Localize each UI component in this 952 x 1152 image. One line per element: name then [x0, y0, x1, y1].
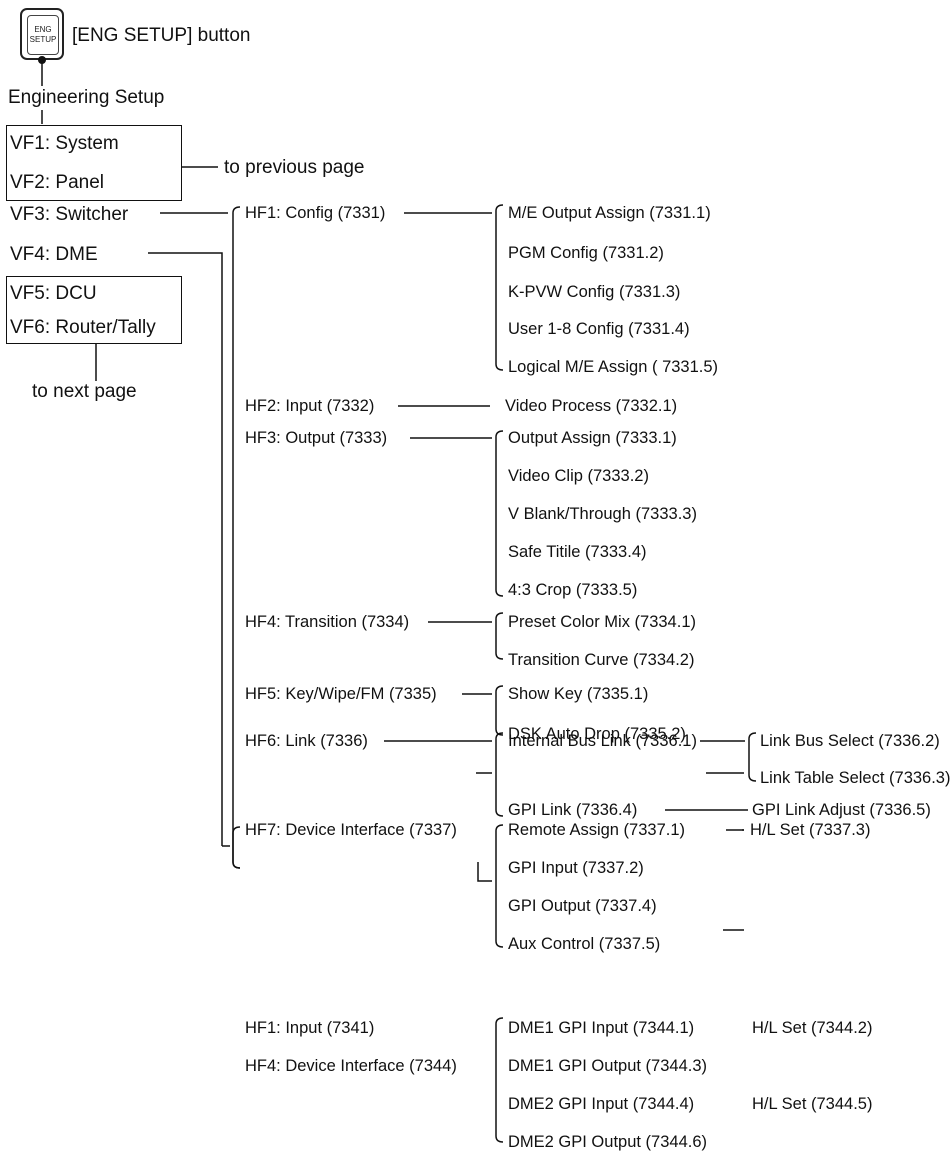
menu-item[interactable]: GPI Link (7336.4): [508, 801, 638, 819]
vf1-vf2-box: [6, 125, 182, 201]
key-text-bottom: SETUP: [29, 35, 57, 44]
menu-item[interactable]: Preset Color Mix (7334.1): [508, 613, 696, 631]
menu-item[interactable]: Remote Assign (7337.1): [508, 821, 686, 839]
dme-hf4-device-interface[interactable]: HF4: Device Interface (7344): [245, 1057, 457, 1075]
bracket: [495, 612, 504, 660]
to-previous-page: to previous page: [224, 157, 365, 178]
hf6-link[interactable]: HF6: Link (7336): [245, 732, 368, 750]
menu-item[interactable]: Aux Control (7337.5): [508, 935, 661, 953]
menu-item[interactable]: Link Table Select (7336.3): [760, 769, 951, 787]
hf7-device-interface[interactable]: HF7: Device Interface (7337): [245, 821, 457, 839]
menu-item[interactable]: H/L Set (7344.2): [752, 1019, 873, 1037]
button-caption: [ENG SETUP] button: [72, 25, 251, 46]
menu-item[interactable]: GPI Input (7337.2): [508, 859, 644, 877]
dme-hf1-input[interactable]: HF1: Input (7341): [245, 1019, 375, 1037]
menu-item[interactable]: Logical M/E Assign ( 7331.5): [508, 358, 719, 376]
hf2-input[interactable]: HF2: Input (7332): [245, 397, 375, 415]
bracket: [495, 824, 504, 948]
vf2-panel[interactable]: VF2: Panel: [10, 172, 104, 193]
menu-item[interactable]: DME2 GPI Output (7344.6): [508, 1133, 708, 1151]
to-next-page: to next page: [32, 381, 137, 402]
connector: [477, 862, 492, 882]
hf4-transition[interactable]: HF4: Transition (7334): [245, 613, 410, 631]
menu-item[interactable]: Transition Curve (7334.2): [508, 651, 695, 669]
menu-item[interactable]: User 1-8 Config (7331.4): [508, 320, 690, 338]
hf5-key-wipe-fm[interactable]: HF5: Key/Wipe/FM (7335): [245, 685, 437, 703]
menu-item[interactable]: Video Process (7332.1): [505, 397, 678, 415]
hf1-config[interactable]: HF1: Config (7331): [245, 204, 386, 222]
bracket: [748, 732, 757, 782]
menu-item[interactable]: DSK Auto Drop (7335.2): [508, 725, 686, 743]
menu-item[interactable]: DME1 GPI Output (7344.3): [508, 1057, 708, 1075]
bracket: [495, 1017, 504, 1143]
bracket: [232, 826, 241, 869]
menu-item[interactable]: Output Assign (7333.1): [508, 429, 677, 447]
hf3-output[interactable]: HF3: Output (7333): [245, 429, 388, 447]
bracket: [495, 732, 504, 817]
menu-item[interactable]: DME2 GPI Input (7344.4): [508, 1095, 695, 1113]
engineering-setup-title: Engineering Setup: [8, 87, 165, 108]
vf5-vf6-box: [6, 276, 182, 344]
menu-item[interactable]: K-PVW Config (7331.3): [508, 283, 681, 301]
connector: [148, 252, 223, 846]
menu-item[interactable]: M/E Output Assign (7331.1): [508, 204, 711, 222]
menu-item[interactable]: Video Clip (7333.2): [508, 467, 649, 485]
bracket: [232, 206, 241, 869]
menu-item[interactable]: V Blank/Through (7333.3): [508, 505, 697, 523]
menu-item[interactable]: Show Key (7335.1): [508, 685, 649, 703]
vf1-system[interactable]: VF1: System: [10, 133, 119, 154]
bracket: [495, 204, 504, 371]
key-text-top: ENG: [34, 25, 52, 34]
bracket: [495, 430, 504, 597]
menu-item[interactable]: Link Bus Select (7336.2): [760, 732, 940, 750]
menu-item[interactable]: GPI Output (7337.4): [508, 897, 657, 915]
bracket: [495, 685, 504, 736]
menu-item[interactable]: DME1 GPI Input (7344.1): [508, 1019, 695, 1037]
menu-item[interactable]: 4:3 Crop (7333.5): [508, 581, 638, 599]
vf4-dme[interactable]: VF4: DME: [10, 244, 98, 265]
menu-item[interactable]: Safe Titile (7333.4): [508, 543, 647, 561]
menu-item[interactable]: PGM Config (7331.2): [508, 244, 664, 262]
vf3-switcher[interactable]: VF3: Switcher: [10, 204, 129, 225]
menu-item[interactable]: GPI Link Adjust (7336.5): [752, 801, 931, 819]
menu-item[interactable]: H/L Set (7337.3): [750, 821, 871, 839]
vf6-router-tally[interactable]: VF6: Router/Tally: [10, 317, 156, 338]
menu-item[interactable]: H/L Set (7344.5): [752, 1095, 873, 1113]
menu-item[interactable]: Internal Bus Link (7336.1): [508, 732, 697, 750]
key-dot: [38, 56, 46, 64]
vf5-dcu[interactable]: VF5: DCU: [10, 283, 97, 304]
